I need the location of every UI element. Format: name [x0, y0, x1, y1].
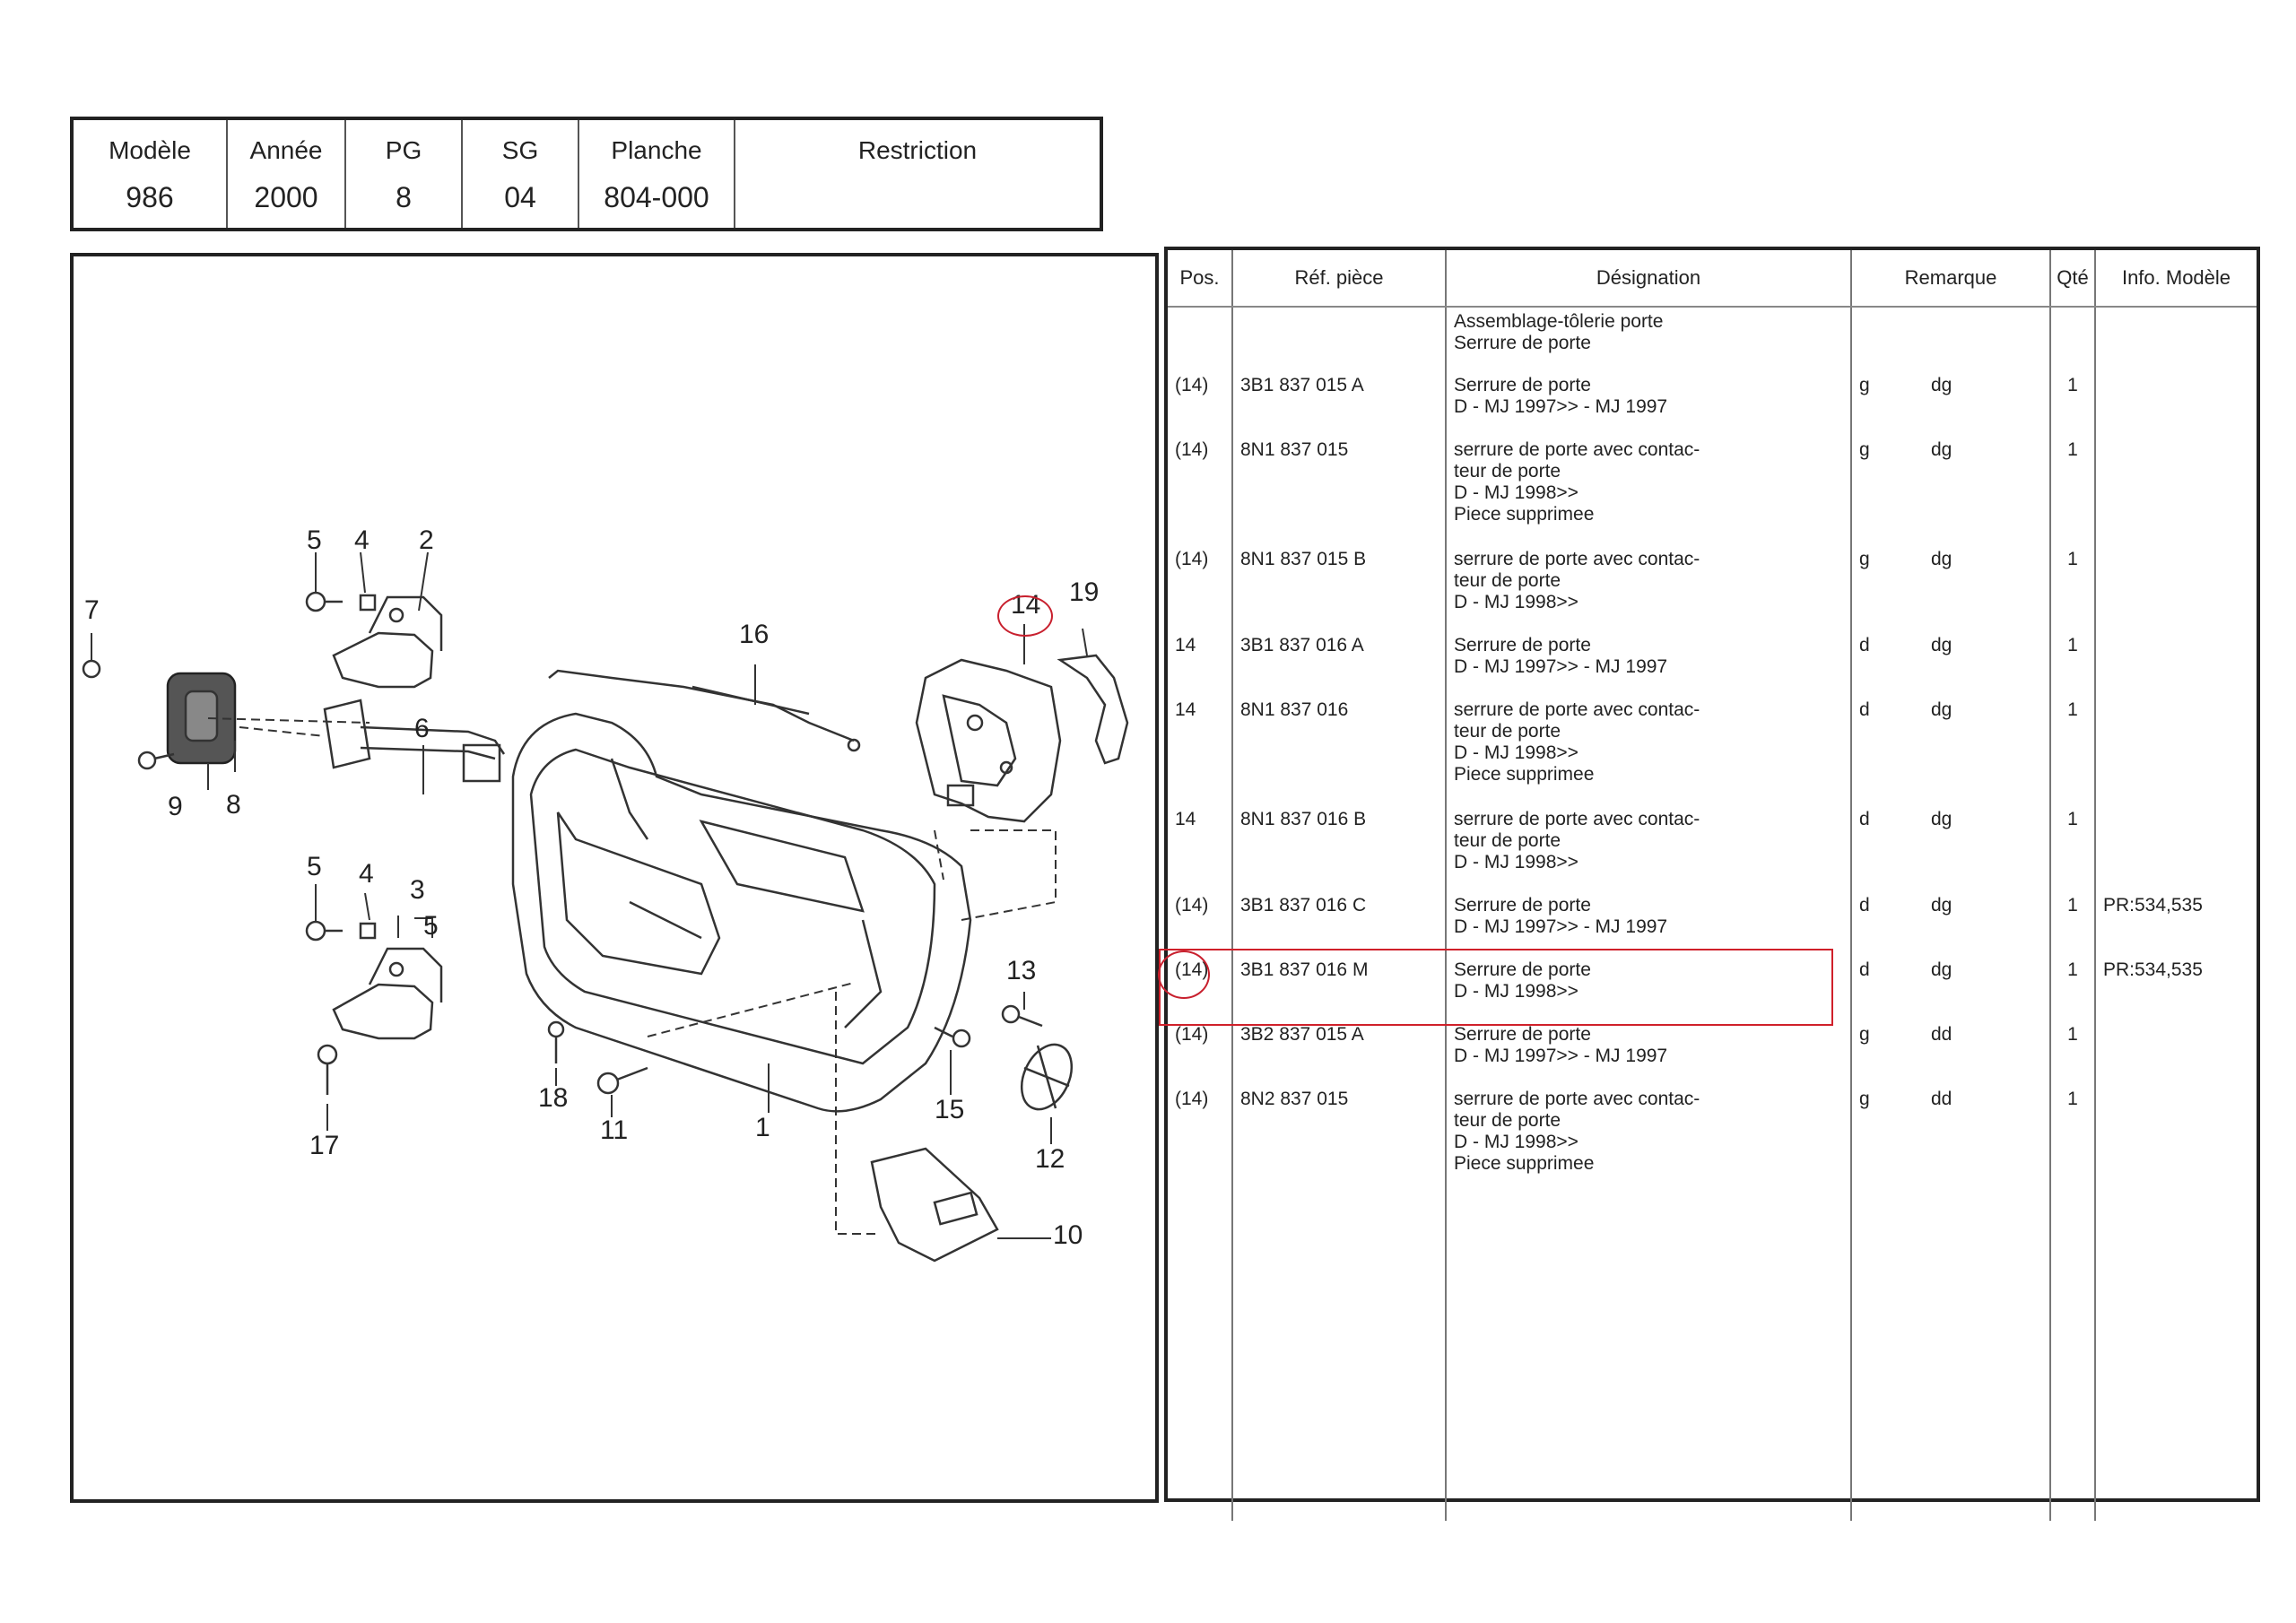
parts-table: Pos. Réf. pièce Désignation Remarque Qté…: [1168, 250, 2257, 1521]
col-info: Info. Modèle: [2095, 250, 2257, 308]
parts-list-panel: Pos. Réf. pièce Désignation Remarque Qté…: [1164, 247, 2260, 1521]
callout-9: 9: [168, 792, 183, 821]
screw-15: [934, 1026, 971, 1048]
screw-17: [317, 1044, 338, 1095]
callout-5-lower: 5: [307, 852, 322, 881]
callout-6: 6: [414, 714, 430, 743]
callout-5-upper: 5: [307, 525, 322, 555]
exploded-diagram: [82, 551, 1129, 1263]
screw-18: [547, 1020, 565, 1063]
table-row: (14) 8N1 837 015 B serrure de porte avec…: [1168, 545, 2257, 631]
red-circle-callout-14: [997, 595, 1053, 637]
callout-15: 15: [935, 1095, 965, 1124]
callout-leaders: [91, 551, 1088, 1239]
lock-cover: [1057, 654, 1129, 765]
upper-hinge: [332, 595, 443, 689]
col-ref: Réf. pièce: [1232, 250, 1447, 308]
callout-16: 16: [739, 620, 770, 649]
callout-11: 11: [600, 1115, 629, 1145]
callout-12: 12: [1035, 1144, 1065, 1174]
door-lock-assembly: [915, 658, 1062, 823]
callout-2: 2: [419, 525, 434, 555]
callout-18: 18: [538, 1083, 569, 1113]
col-pos: Pos.: [1168, 250, 1233, 308]
callout-19: 19: [1069, 577, 1100, 607]
callout-8: 8: [226, 790, 241, 820]
screw-11: [596, 1066, 648, 1095]
table-row: 14 8N1 837 016 serrure de porte avec con…: [1168, 696, 2257, 805]
callout-10: 10: [1053, 1220, 1083, 1250]
striker-plate: [1020, 1043, 1074, 1111]
exploded-diagram-panel: 1 2 3 4 4 5 5 5 6 7 8 9 10 11 12 13 14 1…: [70, 253, 1159, 1503]
col-qty: Qté: [2050, 250, 2096, 308]
nut: [82, 659, 101, 679]
dashed-guide-lines: [207, 717, 1057, 1235]
table-row: (14) 8N2 837 015 serrure de porte avec c…: [1168, 1085, 2257, 1194]
screw-8: [137, 751, 175, 770]
callout-3: 3: [410, 875, 425, 905]
callout-13: 13: [1006, 956, 1037, 985]
trim-bracket: [870, 1147, 999, 1263]
callout-7: 7: [84, 595, 100, 625]
striker-bolt: [1001, 1004, 1043, 1028]
callout-4-upper: 4: [354, 525, 370, 555]
bolt-washer-upper: [305, 591, 377, 612]
col-remarque: Remarque: [1851, 250, 2051, 308]
table-row: (14) 8N1 837 015 serrure de porte avec c…: [1168, 436, 2257, 545]
red-highlight-box: [1159, 949, 1833, 1026]
table-row: 14 8N1 837 016 B serrure de porte avec c…: [1168, 805, 2257, 891]
parts-table-header: Pos. Réf. pièce Désignation Remarque Qté…: [1168, 250, 2257, 308]
callout-5-hinge: 5: [423, 911, 439, 941]
header-cell-restriction: Restriction: [857, 136, 978, 164]
callout-1: 1: [755, 1113, 770, 1142]
callout-17: 17: [309, 1131, 340, 1160]
red-circle-pos: [1158, 950, 1210, 999]
col-designation: Désignation: [1446, 250, 1852, 308]
door-frame: [511, 712, 972, 1113]
table-filler-row: [1168, 1194, 2257, 1521]
rubber-grommet: [166, 672, 237, 765]
cable-rod: [548, 669, 861, 752]
bolt-washer-lower: [305, 920, 377, 942]
callout-4-lower: 4: [359, 859, 374, 889]
lower-hinge: [332, 947, 443, 1040]
door-check-strap: [323, 699, 506, 783]
